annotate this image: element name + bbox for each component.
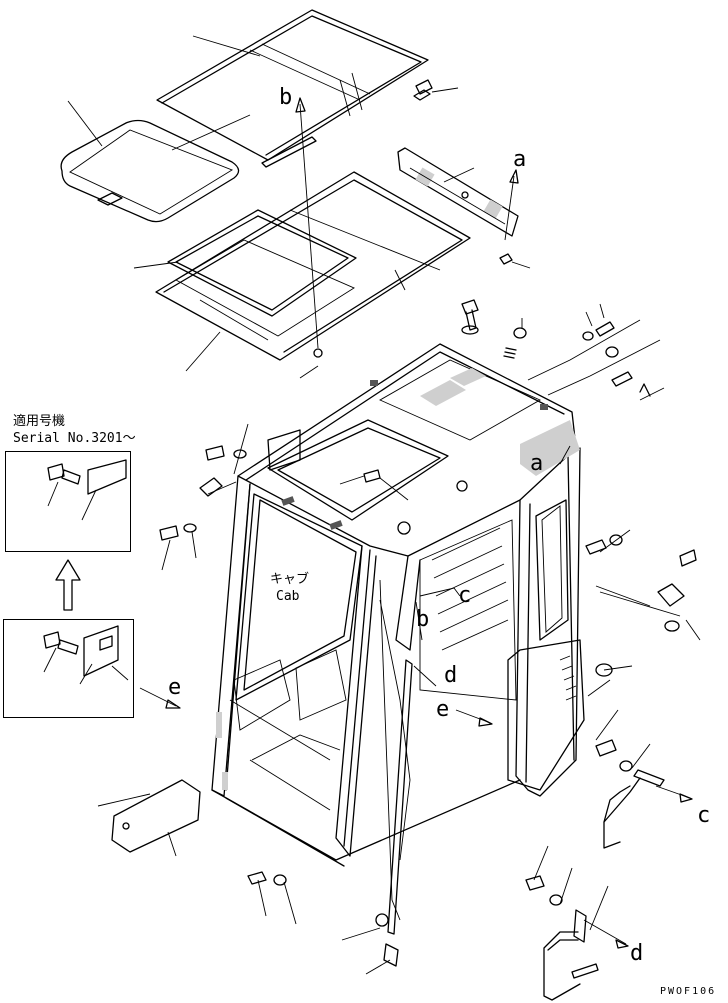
roof-glass-panel (60, 119, 240, 223)
inset-earlier-parts (43, 625, 129, 685)
roof-frame-rail (156, 9, 429, 161)
inset-serial-parts (47, 459, 127, 521)
view-arrow-b-inner (415, 601, 423, 641)
label-c-right: c (697, 803, 710, 828)
label-a-side: a (530, 451, 543, 476)
cab-bolt-right-mid (585, 534, 623, 555)
handrail-c (603, 769, 665, 849)
roof-leader-lines (67, 35, 531, 379)
inset-link-arrow (55, 559, 81, 611)
label-e-inner: e (436, 697, 449, 722)
label-a-top: a (513, 147, 526, 172)
cab-bolt-right-low2 (525, 875, 563, 906)
nut-top-center (513, 318, 527, 339)
cab-label-en: Cab (276, 589, 300, 604)
leader-right-roof-3 (639, 387, 665, 401)
cab-body (211, 343, 585, 935)
view-arrow-d-inner (413, 665, 437, 687)
view-arrow-e-left (139, 687, 181, 709)
handrail-d (543, 909, 599, 1001)
cab-plug-left (199, 477, 223, 497)
roof-bracket-plate (397, 147, 519, 237)
washer-bolt-right (582, 303, 619, 358)
roof-hatch-frame (155, 171, 471, 361)
roof-bolt (413, 79, 513, 265)
side-cover-plate (111, 779, 201, 853)
cab-bolt-right-bottom (595, 739, 633, 772)
view-arrow-e-inner (455, 709, 493, 727)
label-d-bottom: d (630, 941, 643, 966)
roof-seal-ring (167, 209, 357, 317)
cab-bolt-bottom-left (247, 871, 287, 886)
label-e-left: e (168, 675, 181, 700)
cab-bolt-right-lower (657, 549, 697, 632)
view-arrow-a-top (504, 169, 519, 241)
serial-note-line1: 適用号機 (13, 414, 66, 429)
cab-bolt-bottom-center (375, 913, 399, 967)
serial-inset-box (5, 451, 131, 552)
label-d-inner: d (444, 663, 457, 688)
view-a-marker-bg (520, 420, 580, 476)
view-arrow-a-side (559, 445, 571, 465)
view-arrow-c-inner (419, 587, 461, 597)
leader-right-roof (527, 319, 641, 381)
view-arrow-d-bottom (583, 919, 629, 949)
leader-right-roof-2 (547, 339, 661, 396)
label-c-inner: c (458, 583, 471, 608)
view-arrow-b-top (295, 97, 319, 349)
serial-note-line2: Serial No.3201～ (13, 431, 136, 446)
cab-leader-lines (97, 423, 701, 975)
view-arrow-c-right (655, 785, 693, 803)
cab-bolt-left-top (205, 445, 247, 461)
cab-label-jp: キャブ (270, 571, 309, 587)
cab-pad-right (595, 663, 613, 677)
roof-glass-tab (97, 192, 123, 206)
roof-glass-inner (69, 129, 234, 215)
bolt-top-center (461, 299, 479, 335)
roof-rail-strip (261, 136, 317, 168)
bolt-right-roof (611, 371, 651, 397)
label-b-top: b (279, 85, 292, 110)
label-b-inner: b (416, 607, 429, 632)
cab-bolt-inner (339, 469, 409, 501)
spring-clip (503, 347, 517, 359)
drawing-code: PWOF106 (660, 986, 716, 997)
cab-bolt-left-mid (159, 523, 197, 541)
